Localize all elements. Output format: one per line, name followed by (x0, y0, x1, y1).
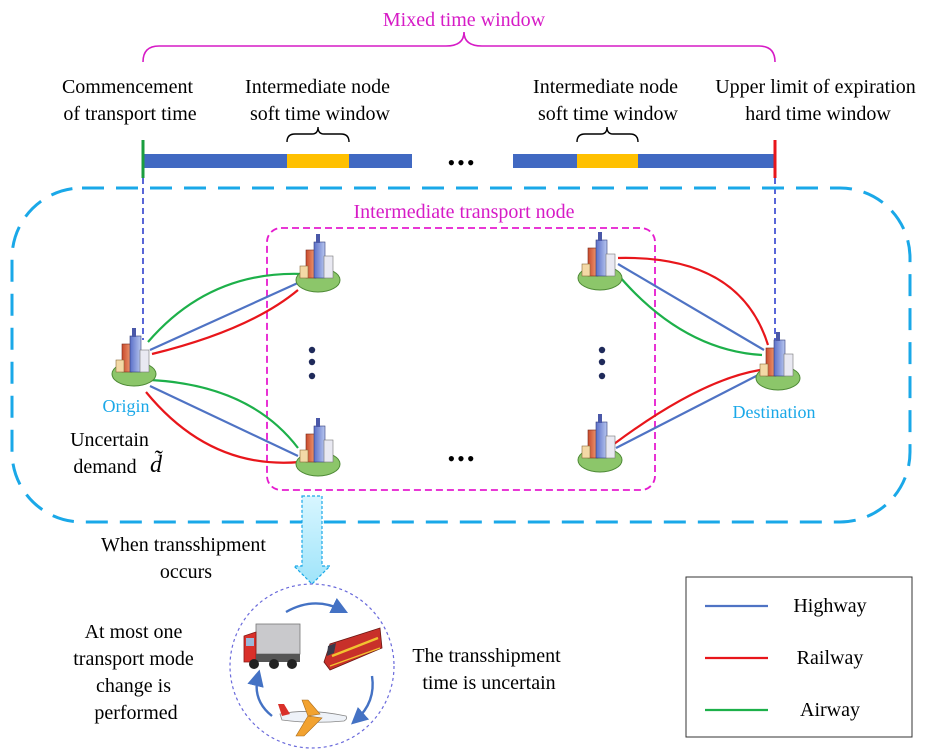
network-region (10, 186, 912, 524)
vertical-ellipsis-right (598, 346, 606, 380)
railway-bottom-destination (613, 368, 761, 445)
soft-window-label-left: Intermediate node soft time window (245, 76, 395, 125)
highway-origin-bottom (149, 385, 299, 457)
bottom-ellipsis: ••• (447, 446, 476, 471)
highway-origin-top (149, 280, 301, 352)
timeline-bar-left (143, 154, 412, 168)
demand-symbol: d̃ (150, 450, 163, 478)
destination-label: Destination (733, 402, 816, 422)
mode-change-arrows (247, 597, 374, 725)
commencement-label: Commencement of transport time (62, 76, 198, 125)
airplane-icon (278, 699, 348, 737)
intermediate-city-icon-top-left (295, 233, 341, 293)
mixed-time-window-brace (142, 31, 776, 63)
transshipment-circle (229, 583, 395, 749)
links (145, 256, 770, 464)
airway-top-destination (613, 269, 763, 357)
transshipment-down-arrow (292, 495, 332, 585)
timeline-bar-right (513, 154, 775, 168)
arrow-truck-train (285, 597, 349, 614)
intermediate-node-region (266, 227, 656, 491)
railway-top-destination (617, 256, 770, 346)
soft-window-brace-right (576, 126, 639, 143)
intermediate-node-label: Intermediate transport node (353, 201, 574, 223)
soft-window-brace-left (286, 126, 350, 143)
legend-airway: Airway (705, 699, 860, 721)
railway-origin-bottom (145, 391, 301, 464)
airway-origin-bottom (149, 378, 299, 449)
legend-railway: Railway (705, 647, 863, 669)
legend-airway-label: Airway (800, 699, 860, 721)
arrow-plane-truck (247, 669, 273, 717)
train-icon (323, 627, 383, 671)
highway-bottom-destination (615, 371, 765, 449)
transshipment-time-label: The transshipment time is uncertain (412, 645, 565, 694)
timeline-ellipsis: ••• (447, 150, 476, 175)
legend-highway: Highway (705, 595, 867, 617)
soft-window-left (287, 154, 349, 168)
mixed-time-window-title: Mixed time window (383, 9, 546, 31)
origin-city-icon (111, 327, 157, 387)
soft-window-label-right: Intermediate node soft time window (533, 76, 683, 125)
intermediate-city-icon-bottom-left (295, 417, 341, 477)
destination-city-icon (755, 331, 801, 391)
mode-change-label: At most one transport mode change is per… (73, 621, 199, 724)
intermediate-city-icon-top-right (577, 231, 623, 291)
highway-top-destination (617, 263, 765, 351)
airway-origin-top (147, 272, 305, 343)
when-transshipment-label: When transshipment occurs (101, 534, 271, 583)
hard-window-label: Upper limit of expiration hard time wind… (715, 76, 921, 125)
truck-icon (243, 623, 301, 669)
arrow-train-plane (351, 675, 374, 725)
origin-label: Origin (103, 396, 150, 416)
legend-highway-label: Highway (793, 595, 866, 617)
vertical-ellipsis-left (308, 346, 316, 380)
legend-railway-label: Railway (797, 647, 864, 669)
soft-window-right (577, 154, 638, 168)
uncertain-demand-label: Uncertain demand (70, 429, 154, 478)
railway-origin-top (151, 289, 299, 356)
